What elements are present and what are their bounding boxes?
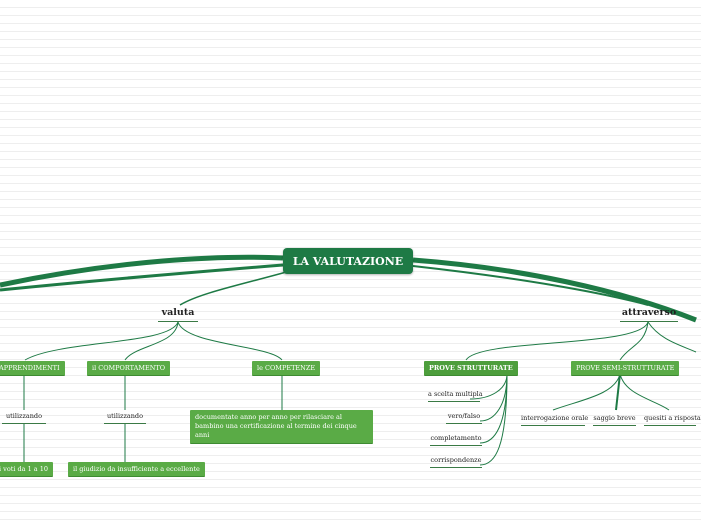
node-documentate[interactable]: documentate anno per anno per rilasciare…	[190, 410, 373, 444]
branch-valuta[interactable]: valuta	[158, 307, 198, 322]
edge-attraverso-semi	[619, 321, 649, 361]
edge-semi-item-3	[619, 373, 670, 411]
edge-semi-item-1	[552, 373, 621, 411]
item-scelta-multipla[interactable]: a scelta multipla	[428, 390, 483, 402]
root-node[interactable]: LA VALUTAZIONE	[283, 248, 413, 274]
edge-valuta-apprendimenti	[24, 321, 179, 361]
item-interrogazione-orale[interactable]: interrogazione orale	[521, 414, 588, 426]
branch-attraverso[interactable]: attraverso	[620, 307, 678, 322]
node-giudizio[interactable]: il giudizio da insufficiente a eccellent…	[68, 462, 205, 477]
edge-semi-item-2	[615, 373, 621, 411]
node-comportamento-utilizzando[interactable]: utilizzando	[104, 412, 146, 424]
node-apprendimenti-utilizzando[interactable]: utilizzando	[2, 412, 46, 424]
edge-root-valuta	[179, 270, 291, 306]
item-saggio-breve[interactable]: saggio breve	[593, 414, 636, 426]
edge-valuta-comportamento	[124, 321, 179, 361]
edge-valuta-competenze	[177, 321, 283, 361]
edge-root-left-offscreen-2	[0, 263, 284, 292]
edge-root-left-offscreen	[0, 254, 284, 288]
node-prove-semi-strutturate[interactable]: PROVE SEMI-STRUTTURATE	[571, 361, 680, 376]
item-completamento[interactable]: completamento	[430, 434, 482, 446]
edge-attraverso-offscreen	[647, 321, 697, 353]
node-prove-strutturate[interactable]: PROVE STRUTTURATE	[424, 361, 518, 376]
node-comportamento[interactable]: il COMPORTAMENTO	[87, 361, 171, 376]
item-corrispondenze[interactable]: corrispondenze	[430, 456, 482, 468]
node-voti[interactable]: i voti da 1 a 10	[0, 462, 54, 477]
item-vero-falso[interactable]: vero/falso	[446, 412, 482, 424]
item-quesiti-a-risposta[interactable]: quesiti a risposta	[644, 414, 701, 426]
edge-strutturate-item-4	[479, 373, 508, 466]
node-competenze[interactable]: le COMPETENZE	[252, 361, 321, 376]
edge-root-attraverso	[412, 265, 649, 306]
edge-root-right	[412, 257, 697, 323]
edge-attraverso-strutturate	[465, 321, 649, 361]
node-apprendimenti[interactable]: APPRENDIMENTI	[0, 361, 65, 376]
